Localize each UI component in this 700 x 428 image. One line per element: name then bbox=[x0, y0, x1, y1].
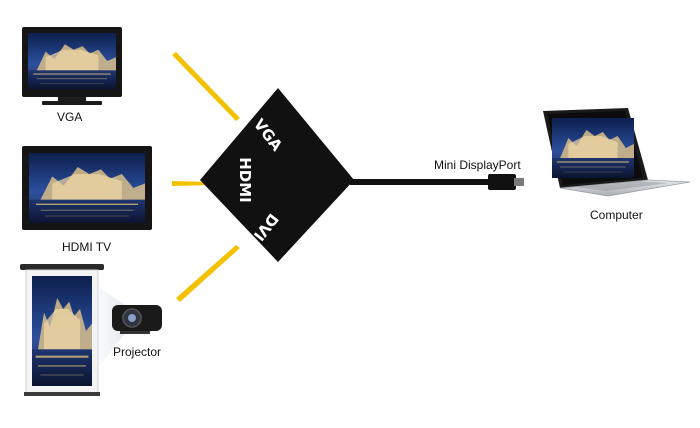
mini-displayport-label: Mini DisplayPort bbox=[434, 158, 521, 172]
adapter-port-hdmi: HDMI bbox=[236, 157, 254, 203]
hdmi-tv-icon bbox=[22, 146, 152, 230]
signal-rays bbox=[172, 52, 240, 302]
projector-icon bbox=[92, 282, 162, 376]
hdmi-tv-label: HDMI TV bbox=[62, 240, 112, 254]
computer-label: Computer bbox=[590, 208, 643, 222]
mini-displayport-cable bbox=[350, 174, 524, 190]
vga-label: VGA bbox=[57, 110, 83, 124]
projector-label: Projector bbox=[113, 345, 162, 359]
laptop-icon bbox=[543, 108, 691, 197]
ray-hdmi bbox=[172, 181, 212, 186]
vga-monitor-icon bbox=[22, 27, 122, 105]
adapter-icon: VGA HDMI DVI bbox=[200, 88, 354, 262]
ray-dvi bbox=[176, 245, 240, 302]
projection-screen-icon bbox=[20, 264, 104, 396]
ray-vga bbox=[172, 52, 240, 121]
